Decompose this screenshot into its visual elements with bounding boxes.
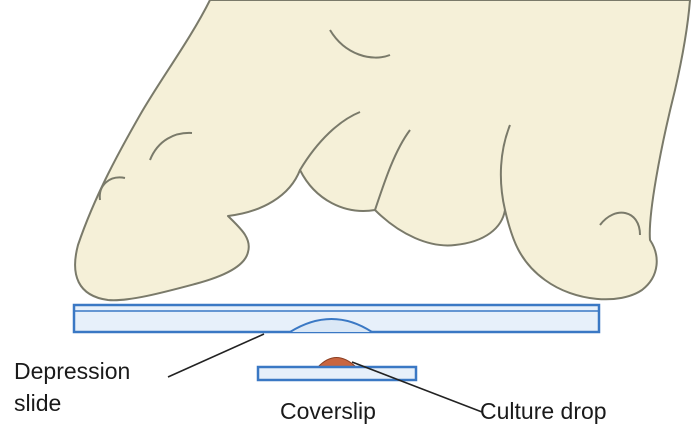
depression-leader-line <box>168 334 264 377</box>
coverslip-label: Coverslip <box>280 397 376 425</box>
depression-slide-label-line1: Depression <box>14 357 130 385</box>
gloved-hand <box>75 0 690 300</box>
culture-drop-label: Culture drop <box>480 397 607 425</box>
hand-silhouette <box>75 0 690 300</box>
coverslip <box>258 358 416 381</box>
culture-drop <box>318 358 356 368</box>
depression-slide <box>74 305 599 332</box>
depression-slide-label-line2: slide <box>14 389 61 417</box>
